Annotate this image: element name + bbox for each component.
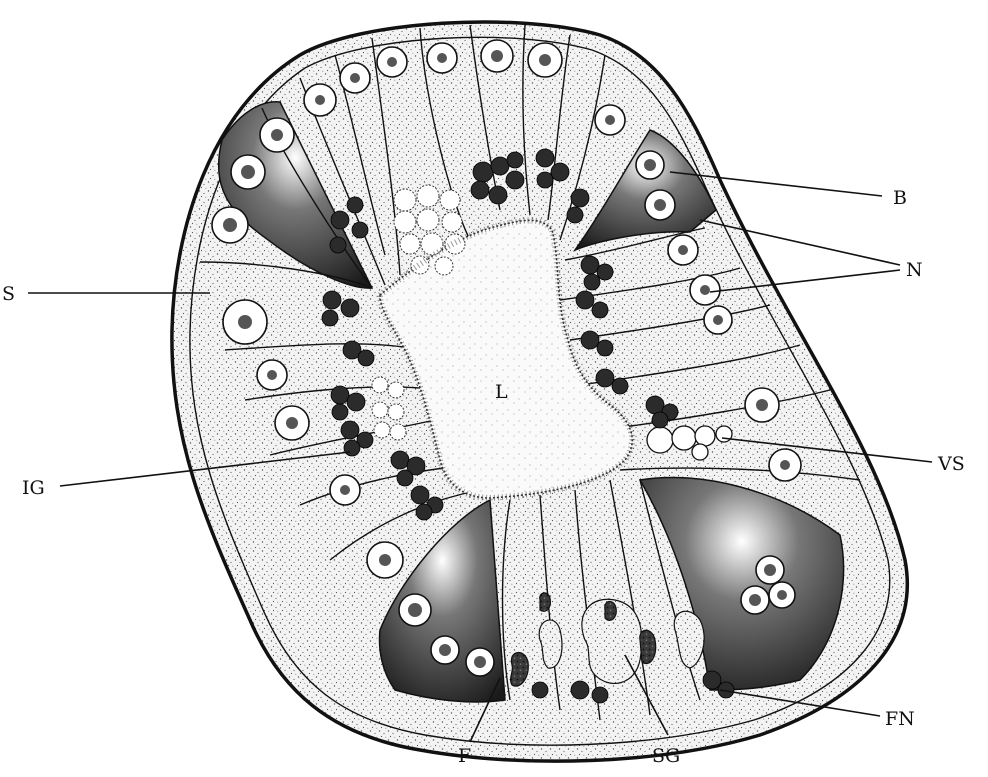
label-sg: SG (652, 745, 680, 767)
label-b: B (893, 187, 907, 209)
label-s: S (2, 283, 15, 305)
label-n: N (906, 259, 923, 281)
label-f: F (458, 745, 471, 767)
label-ig: IG (22, 477, 45, 499)
label-fn: FN (885, 708, 915, 730)
label-vs: VS (937, 453, 965, 475)
label-l: L (495, 381, 508, 403)
